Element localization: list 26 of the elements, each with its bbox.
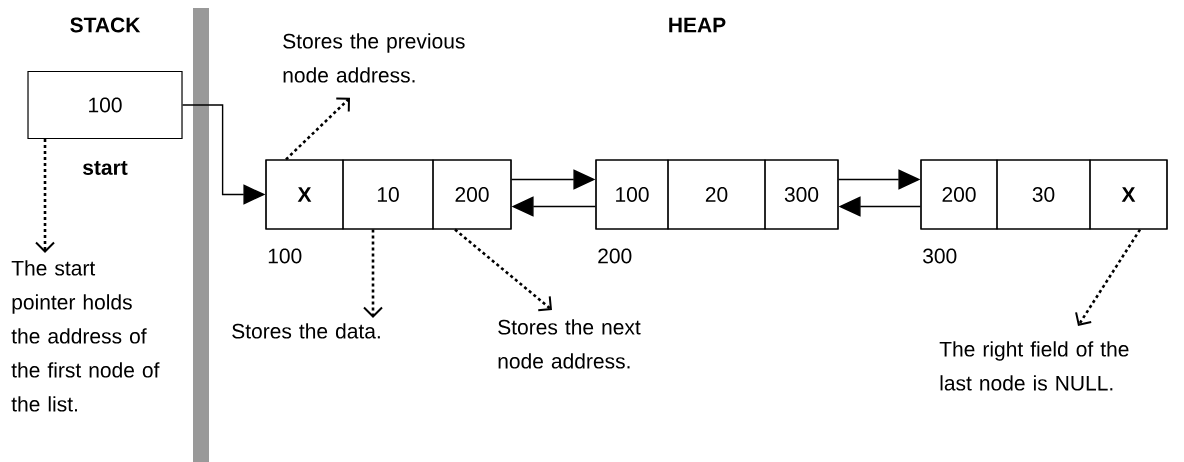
section-heading: STACK [70,17,141,33]
address-label: 200 [598,248,632,264]
note-text: Stores the data. [232,323,380,339]
arrow [285,97,350,161]
arrow [363,229,383,318]
field-cell: 30 [996,159,1091,230]
field-cell: 300 [764,159,839,230]
address-label: 100 [268,248,302,264]
arrow [454,228,552,312]
note-text: Stores the next node address. [498,319,641,369]
section-heading: HEAP [669,17,726,33]
field-cell: 200 [432,159,512,230]
field-cell: X [1089,159,1168,230]
arrow [35,139,55,253]
pointer-name: start [83,161,128,175]
field-cell: X [265,159,344,230]
arrow [1075,228,1142,326]
pointer-box: 100 [27,70,183,140]
note-text: Stores the previous node address. [283,33,465,83]
field-cell: 10 [342,159,434,230]
field-cell: 200 [920,159,998,230]
field-cell: 20 [667,159,766,230]
address-label: 300 [923,248,957,264]
field-cell: 100 [595,159,669,230]
note-text: The start pointer holds the address of the first node of the list. [11,260,160,412]
note-text: The right field of the last node is NULL. [939,341,1129,391]
